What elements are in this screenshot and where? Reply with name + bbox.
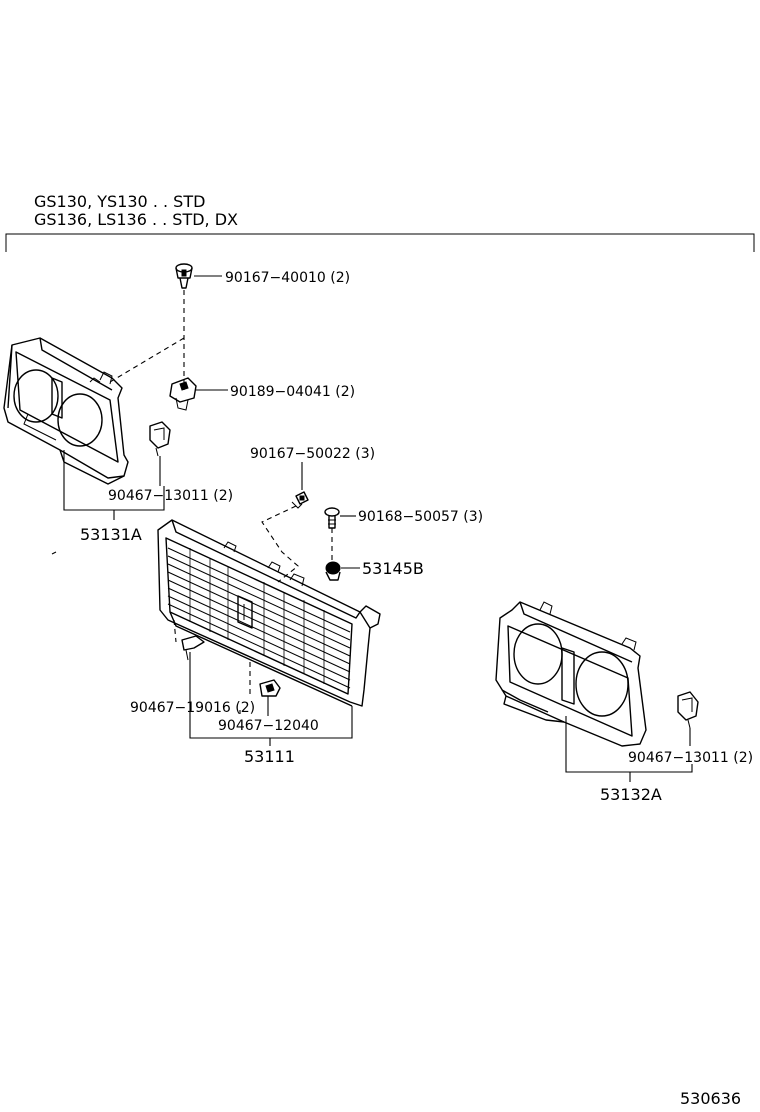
label-53145B: 53145B xyxy=(362,559,424,578)
install-line-screw-to-grille xyxy=(261,505,299,583)
clip-90467-19016-drawing xyxy=(181,635,205,661)
install-line-mark xyxy=(51,551,57,555)
label-53111: 53111 xyxy=(244,747,295,766)
clip-90167-40010-drawing xyxy=(175,263,193,289)
screw-90167-50022-drawing xyxy=(291,491,309,509)
applicability-line-2: GS136, LS136 . . STD, DX xyxy=(34,210,238,229)
label-90168-50057: 90168−50057 (3) xyxy=(358,509,483,525)
nut-53145B-drawing xyxy=(325,561,341,581)
install-line-clip-19016 xyxy=(173,619,177,643)
bracket-p12 xyxy=(565,716,693,773)
screw-90168-50057-drawing xyxy=(324,507,340,529)
nut-90189-04041-drawing xyxy=(169,377,197,411)
illustration-code: 530636 xyxy=(680,1089,741,1108)
radiator-grille-drawing xyxy=(157,519,381,707)
label-90167-40010: 90167−40010 (2) xyxy=(225,270,350,286)
label-90467-19016: 90467−19016 (2) xyxy=(130,700,255,716)
install-line-to-left-bezel xyxy=(109,337,185,383)
clip-90467-12040-drawing xyxy=(259,679,281,697)
applicability-line-1: GS130, YS130 . . STD xyxy=(34,192,205,211)
right-headlamp-bezel-drawing xyxy=(495,601,647,747)
group-bracket xyxy=(5,233,755,252)
label-53132A: 53132A xyxy=(600,785,662,804)
label-90467-13011-right: 90467−13011 (2) xyxy=(628,750,753,766)
label-90167-50022: 90167−50022 (3) xyxy=(250,446,375,462)
label-90467-12040: 90467−12040 xyxy=(218,718,319,734)
label-90189-04041: 90189−04041 (2) xyxy=(230,384,355,400)
clip-90467-13011-left-drawing xyxy=(149,421,171,457)
label-90467-13011-left: 90467−13011 (2) xyxy=(108,488,233,504)
clip-90467-13011-right-drawing xyxy=(677,691,699,729)
label-53131A: 53131A xyxy=(80,525,142,544)
bracket-p10 xyxy=(189,652,353,739)
left-headlamp-bezel-drawing xyxy=(3,337,129,485)
